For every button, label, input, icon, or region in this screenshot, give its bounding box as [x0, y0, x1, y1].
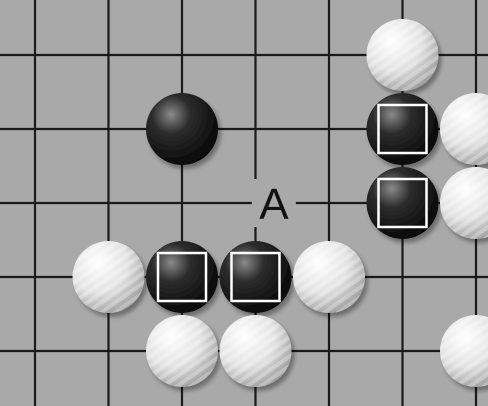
label-layer: A	[252, 179, 296, 229]
white-stone	[73, 241, 145, 313]
white-stone-grain	[220, 315, 292, 387]
black-stone	[367, 93, 439, 165]
black-stone	[146, 93, 218, 165]
white-stone	[293, 241, 365, 313]
white-stone-grain	[293, 241, 365, 313]
white-stone-grain	[367, 19, 439, 91]
point-label: A	[259, 180, 289, 229]
black-stone	[220, 241, 292, 313]
white-stone	[367, 19, 439, 91]
black-stone	[367, 167, 439, 239]
white-stone-grain	[73, 241, 145, 313]
black-stone	[146, 241, 218, 313]
white-stone	[146, 315, 218, 387]
white-stone-grain	[146, 315, 218, 387]
white-stone	[220, 315, 292, 387]
black-stone-body	[146, 93, 218, 165]
